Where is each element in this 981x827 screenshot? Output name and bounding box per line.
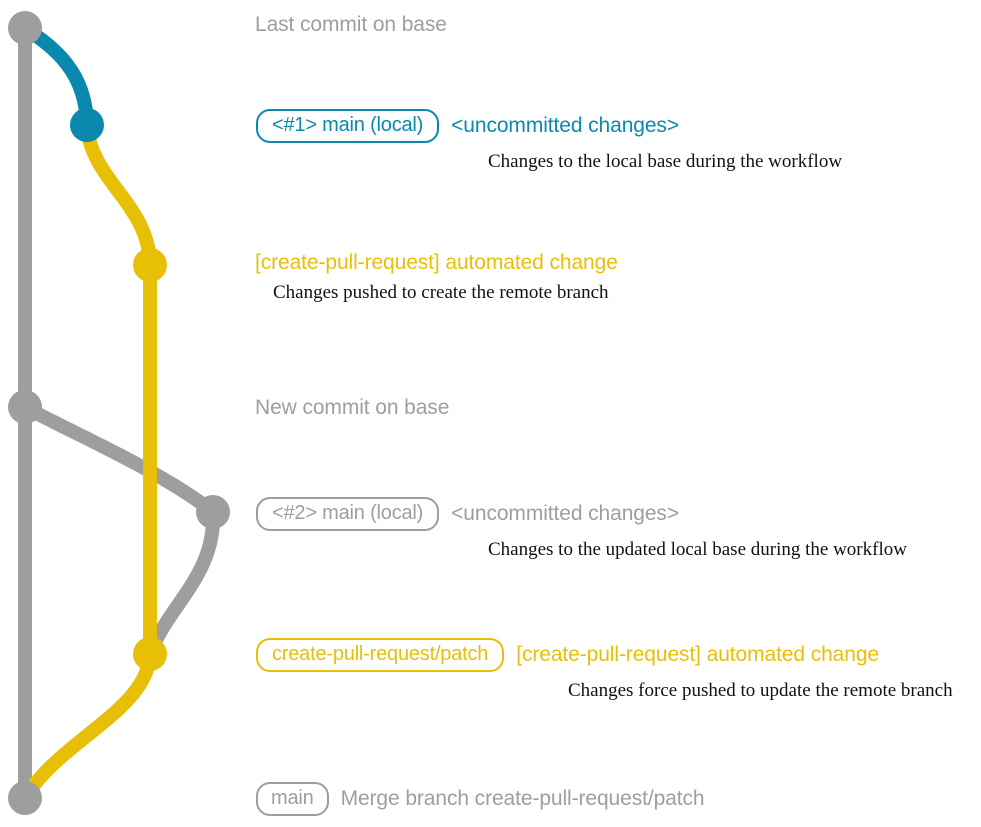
node-remote-1 bbox=[133, 248, 167, 282]
edge-local2-to-remote2 bbox=[143, 505, 221, 661]
node-base-merge bbox=[8, 781, 42, 815]
edge-base-to-local2 bbox=[18, 400, 220, 519]
edge-remote2-to-merge bbox=[18, 647, 157, 805]
edge-base-to-local1 bbox=[18, 21, 94, 132]
label-new-commit-on-base: New commit on base bbox=[255, 396, 450, 419]
edge-local1-to-remote1 bbox=[80, 118, 157, 272]
branch-pill-create-pull-request-patch[interactable]: create-pull-request/patch bbox=[256, 638, 505, 672]
headline-uncommitted-changes-2: <uncommitted changes> bbox=[451, 501, 679, 525]
subnote-remote-commit-2: Changes force pushed to update the remot… bbox=[568, 680, 953, 701]
branch-pill-local-1[interactable]: <#1> main (local) bbox=[256, 109, 440, 143]
subnote-local-commit-1: Changes to the local base during the wor… bbox=[488, 151, 843, 172]
label-last-commit-on-base: Last commit on base bbox=[255, 13, 447, 36]
annotation-merge-commit: main Merge branch create-pull-request/pa… bbox=[256, 782, 705, 816]
annotation-local-commit-1: <#1> main (local) <uncommitted changes> … bbox=[256, 109, 842, 173]
headline-automated-change-2: [create-pull-request] automated change bbox=[516, 642, 879, 666]
node-local-1 bbox=[70, 108, 104, 142]
node-local-2 bbox=[196, 495, 230, 529]
annotation-remote-commit-1: [create-pull-request] automated change C… bbox=[255, 251, 618, 304]
annotation-remote-commit-2: create-pull-request/patch [create-pull-r… bbox=[256, 638, 953, 702]
node-base-new bbox=[8, 390, 42, 424]
headline-merge-branch: Merge branch create-pull-request/patch bbox=[340, 786, 705, 810]
commit-nodes bbox=[8, 11, 230, 815]
headline-uncommitted-changes-1: <uncommitted changes> bbox=[451, 113, 679, 137]
annotation-local-commit-2: <#2> main (local) <uncommitted changes> … bbox=[256, 497, 907, 561]
node-base-top bbox=[8, 11, 42, 45]
subnote-local-commit-2: Changes to the updated local base during… bbox=[488, 539, 907, 560]
annotation-last-commit-on-base: Last commit on base bbox=[255, 13, 447, 36]
branch-pill-local-2[interactable]: <#2> main (local) bbox=[256, 497, 440, 531]
branch-pill-main[interactable]: main bbox=[256, 782, 329, 816]
subnote-remote-commit-1: Changes pushed to create the remote bran… bbox=[273, 282, 609, 304]
node-remote-2 bbox=[133, 637, 167, 671]
headline-automated-change-1: [create-pull-request] automated change bbox=[255, 251, 618, 274]
annotation-new-commit-on-base: New commit on base bbox=[255, 396, 450, 419]
